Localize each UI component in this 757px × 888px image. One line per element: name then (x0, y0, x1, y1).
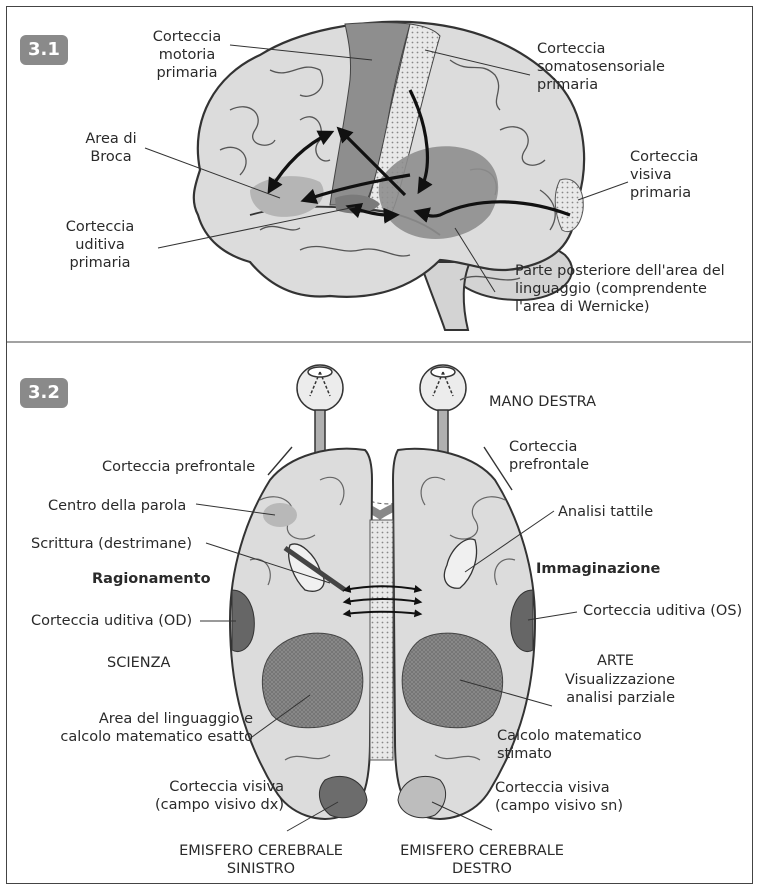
label-somatosensory: Corteccia somatosensoriale primaria (537, 40, 665, 94)
label-visualization: Visualizzazione analisi parziale (555, 671, 675, 707)
visual-area (555, 179, 583, 232)
label-writing: Scrittura (destrimane) (31, 535, 192, 553)
label-visual-primary: Corteccia visiva primaria (630, 148, 698, 202)
label-visual-dx: Corteccia visiva (campo visivo dx) (152, 778, 284, 814)
label-speech-center: Centro della parola (48, 497, 186, 515)
label-auditory-od: Corteccia uditiva (OD) (31, 612, 192, 630)
label-left-hemisphere: EMISFERO CEREBRALE SINISTRO (176, 842, 346, 878)
label-prefrontal-right: Corteccia prefrontale (509, 438, 589, 474)
label-imagination: Immaginazione (536, 560, 660, 578)
label-right-hand: MANO DESTRA (489, 393, 596, 411)
label-visual-sn: Corteccia visiva (campo visivo sn) (495, 779, 623, 815)
label-estimated-math: Calcolo matematico stimato (497, 727, 642, 763)
label-right-hemisphere: EMISFERO CEREBRALE DESTRO (397, 842, 567, 878)
visualization-area (402, 633, 502, 728)
label-motor-cortex: Corteccia motoria primaria (132, 28, 242, 82)
label-reasoning: Ragionamento (92, 570, 211, 588)
label-auditory-os: Corteccia uditiva (OS) (583, 602, 742, 620)
label-art: ARTE (597, 652, 634, 670)
label-language-math: Area del linguaggio e calcolo matematico… (48, 710, 253, 746)
speech-center-area (263, 503, 297, 527)
panel-badge-3-1: 3.1 (20, 35, 68, 65)
label-prefrontal-left: Corteccia prefrontale (102, 458, 255, 476)
language-math-area (262, 633, 362, 728)
label-tactile: Analisi tattile (558, 503, 653, 521)
label-broca: Area di Broca (74, 130, 148, 166)
label-science: SCIENZA (107, 654, 170, 672)
label-auditory-primary: Corteccia uditiva primaria (44, 218, 156, 272)
label-wernicke: Parte posteriore dell'area del linguaggi… (515, 262, 725, 316)
panel-badge-3-2: 3.2 (20, 378, 68, 408)
leader-visual (578, 182, 628, 200)
corpus-callosum (370, 520, 393, 760)
